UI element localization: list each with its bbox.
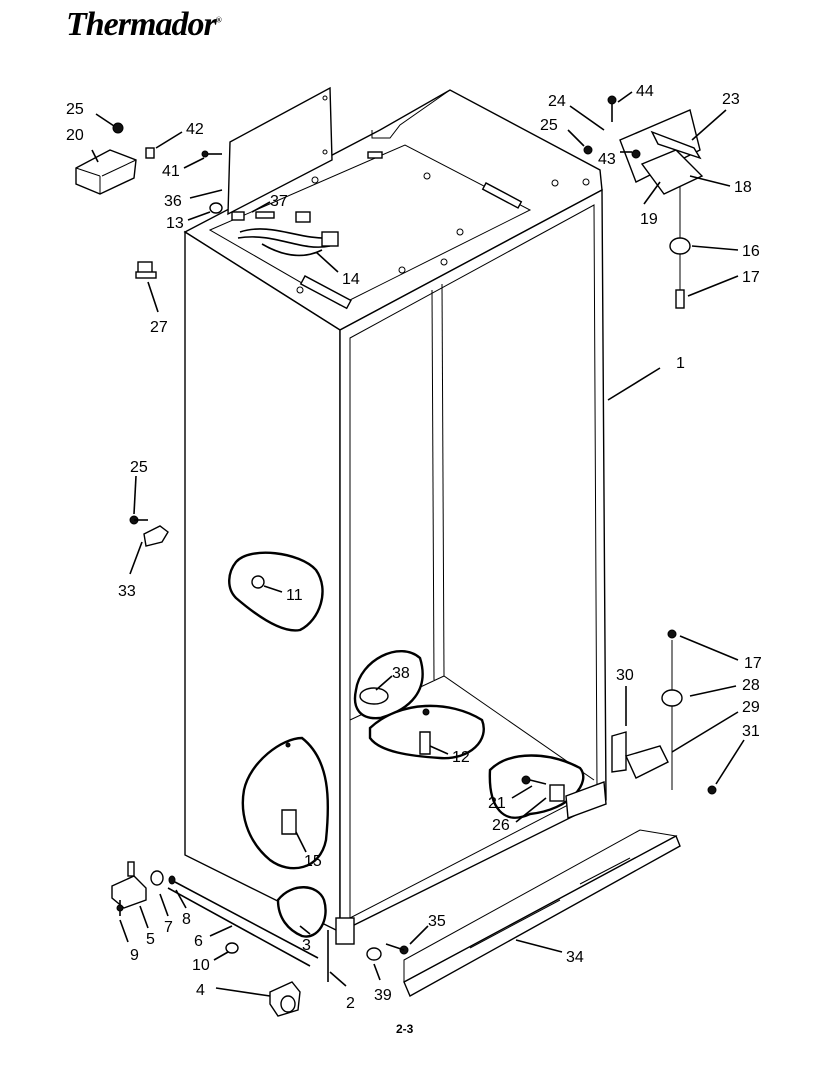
callout-42: 42 — [186, 121, 204, 138]
callout-17b: 17 — [744, 655, 762, 672]
callout-41: 41 — [162, 163, 180, 180]
callout-36: 36 — [164, 193, 182, 210]
callout-4: 4 — [196, 982, 205, 999]
callout-20: 20 — [66, 127, 84, 144]
callout-17a: 17 — [742, 269, 760, 286]
callout-13: 13 — [166, 215, 184, 232]
callout-19: 19 — [640, 211, 658, 228]
callout-39: 39 — [374, 987, 392, 1004]
callout-14: 14 — [342, 271, 360, 288]
callout-43: 43 — [598, 151, 616, 168]
callout-23: 23 — [722, 91, 740, 108]
callout-30: 30 — [616, 667, 634, 684]
callout-11: 11 — [286, 587, 303, 604]
callout-44: 44 — [636, 83, 654, 100]
callout-6: 6 — [194, 933, 203, 950]
callout-labels: 1 2 3 4 5 6 7 8 9 10 11 12 13 14 15 16 1… — [66, 83, 762, 1012]
callout-25a: 25 — [66, 101, 84, 118]
callout-37: 37 — [270, 193, 288, 210]
callout-31: 31 — [742, 723, 760, 740]
callout-18: 18 — [734, 179, 752, 196]
callout-15: 15 — [304, 853, 322, 870]
callout-29: 29 — [742, 699, 760, 716]
callout-21: 21 — [488, 795, 506, 812]
page-number: 2-3 — [396, 1022, 414, 1036]
callout-25b: 25 — [540, 117, 558, 134]
callout-34: 34 — [566, 949, 584, 966]
callout-33: 33 — [118, 583, 136, 600]
callout-8: 8 — [182, 911, 191, 928]
callout-3: 3 — [302, 937, 311, 954]
back-panel — [227, 86, 333, 216]
callout-26: 26 — [492, 817, 510, 834]
callout-38: 38 — [392, 665, 410, 682]
brand-logo: Thermador® — [66, 6, 222, 43]
wire-harness — [231, 211, 339, 257]
callout-2: 2 — [346, 995, 355, 1012]
callout-28: 28 — [742, 677, 760, 694]
callout-7: 7 — [164, 919, 173, 936]
callout-35: 35 — [428, 913, 446, 930]
callout-5: 5 — [146, 931, 155, 948]
cabinet-parts — [75, 95, 717, 1017]
callout-16: 16 — [742, 243, 760, 260]
callout-12: 12 — [452, 749, 470, 766]
callout-24: 24 — [548, 93, 566, 110]
callout-1: 1 — [676, 355, 685, 372]
callout-27: 27 — [150, 319, 168, 336]
callout-9: 9 — [130, 947, 139, 964]
callout-25c: 25 — [130, 459, 148, 476]
callout-10: 10 — [192, 957, 210, 974]
